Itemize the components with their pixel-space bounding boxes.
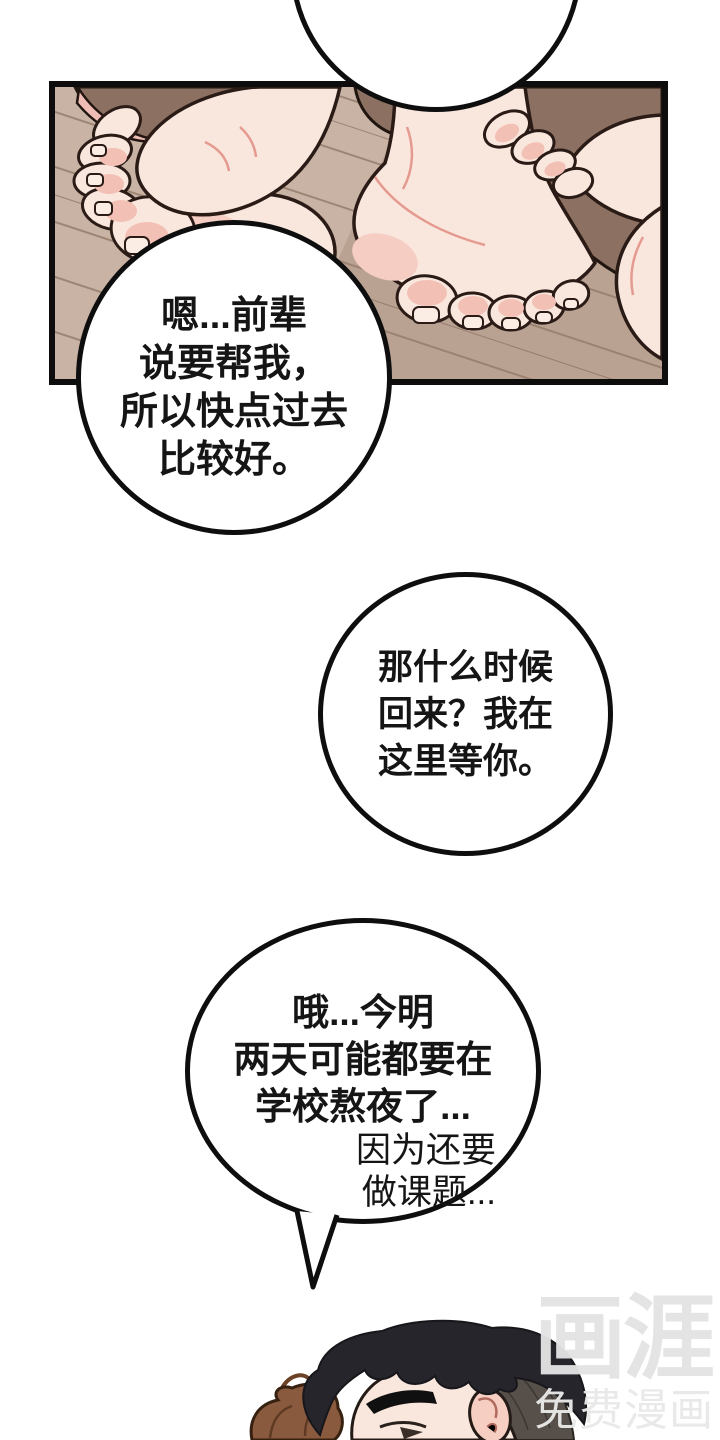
bubble-c-line-light: 做课题... (361, 1172, 496, 1212)
right-foot (483, 109, 662, 361)
speech-bubble-c: 哦...今明 两天可能都要在 学校熬夜了... 因为还要 做课题... (185, 918, 541, 1224)
bubble-b-line: 那什么时候 (377, 647, 553, 687)
bubble-a-line: 说要帮我， (138, 342, 329, 385)
bubble-c-line-light: 因为还要 (355, 1130, 496, 1170)
bubble-c-line: 学校熬夜了... (255, 1085, 471, 1127)
bubble-a-line: 嗯...前辈 (161, 294, 307, 337)
bottom-illustration (249, 1319, 587, 1440)
bubble-c-line: 哦...今明 (292, 991, 434, 1033)
bubble-a-line: 比较好。 (157, 438, 310, 481)
watermark: 画涯 免费漫画 (534, 1288, 715, 1435)
bubble-b-line: 回来？我在 (377, 694, 553, 734)
watermark-tagline: 免费漫画 (534, 1386, 714, 1435)
speech-bubble-a: 嗯...前辈 说要帮我， 所以快点过去 比较好。 (76, 220, 392, 535)
bubble-b-line: 这里等你。 (377, 741, 553, 781)
eyebrow (366, 1390, 437, 1414)
man-head (302, 1319, 587, 1440)
watermark-logo: 画涯 (534, 1288, 715, 1390)
eye (379, 1421, 427, 1429)
speech-bubble-b: 那什么时候 回来？我在 这里等你。 (318, 572, 613, 856)
bubble-c-line: 两天可能都要在 (233, 1038, 493, 1080)
bubble-a-line: 所以快点过去 (119, 390, 348, 433)
bubble-tail (294, 1210, 340, 1290)
black-hair (302, 1319, 587, 1438)
eye-iris (400, 1427, 423, 1439)
